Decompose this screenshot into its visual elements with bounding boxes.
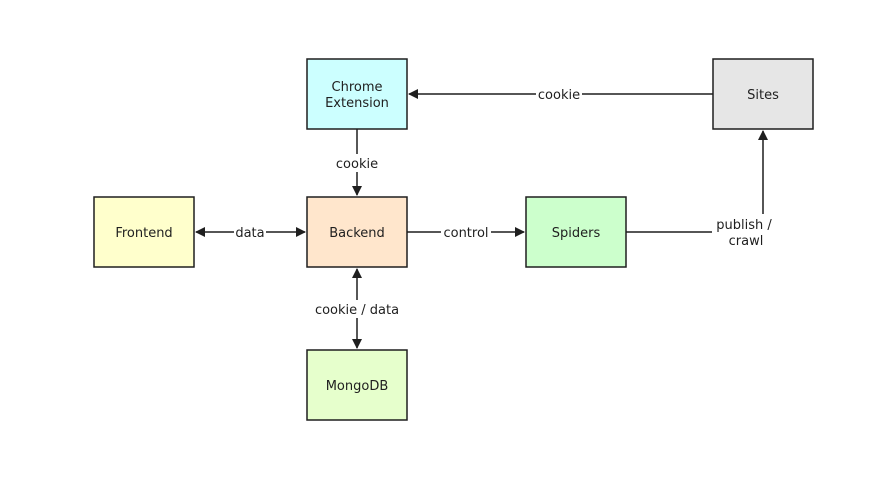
node-chrome-extension-label-line1: Chrome — [332, 80, 383, 95]
edge-frontend-backend: data — [195, 223, 306, 241]
edge-label-cookie-extension: cookie — [336, 157, 378, 172]
node-spiders-box — [525, 196, 627, 268]
edge-sites-to-extension: cookie — [408, 85, 713, 103]
edge-label-crawl: crawl — [729, 234, 764, 249]
node-spiders: Spiders — [525, 196, 627, 268]
node-backend-label: Backend — [329, 226, 385, 241]
node-chrome-extension-box — [306, 58, 408, 130]
node-mongodb: MongoDB — [306, 349, 408, 421]
edge-label-publish: publish / — [716, 218, 772, 233]
edge-label-cookie-sites: cookie — [538, 88, 580, 103]
node-sites-box — [712, 58, 814, 130]
edge-label-control: control — [443, 226, 488, 241]
edge-backend-mongodb: cookie / data — [312, 268, 402, 349]
node-sites: Sites — [712, 58, 814, 130]
node-chrome-extension: Chrome Extension — [306, 58, 408, 130]
node-sites-label: Sites — [747, 88, 779, 103]
edge-extension-to-backend: cookie — [333, 129, 381, 196]
node-backend-box — [306, 196, 408, 268]
node-frontend-label: Frontend — [115, 226, 172, 241]
edge-label-data: data — [235, 226, 264, 241]
node-frontend-box — [93, 196, 195, 268]
node-mongodb-label: MongoDB — [326, 379, 389, 394]
edge-label-cookie-data: cookie / data — [315, 303, 399, 318]
edge-spiders-to-sites: publish / crawl — [626, 130, 776, 250]
node-mongodb-box — [306, 349, 408, 421]
node-spiders-label: Spiders — [552, 226, 601, 241]
node-frontend: Frontend — [93, 196, 195, 268]
edge-backend-to-spiders: control — [407, 223, 525, 241]
node-backend: Backend — [306, 196, 408, 268]
node-chrome-extension-label-line2: Extension — [325, 96, 389, 111]
